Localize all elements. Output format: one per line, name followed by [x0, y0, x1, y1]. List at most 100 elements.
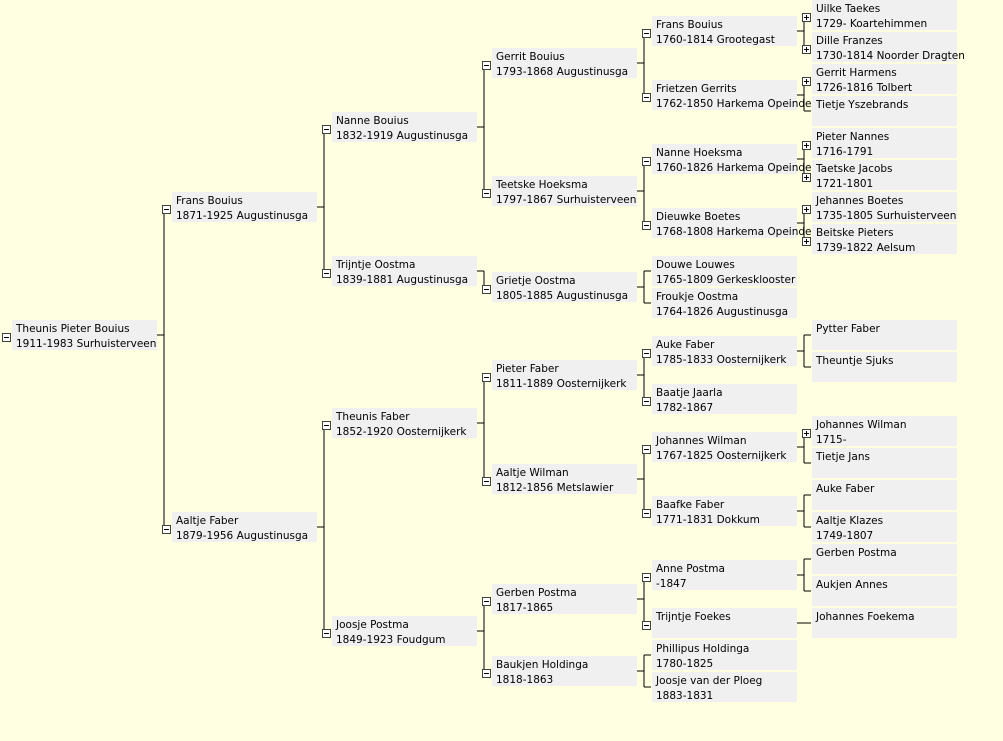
person-name: Gerrit Bouius	[496, 51, 565, 63]
person-name: Nanne Bouius	[336, 115, 409, 127]
collapse-minus-icon[interactable]	[642, 445, 651, 454]
person-dates: 1839-1881 Augustinusga	[336, 274, 469, 286]
person-box[interactable]: Gerrit Harmens 1726-1816 Tolbert	[812, 64, 957, 94]
collapse-minus-icon[interactable]	[2, 333, 11, 342]
person-box[interactable]: Tietje Jans	[812, 448, 957, 478]
collapse-minus-icon[interactable]	[642, 93, 651, 102]
person-name: Anne Postma	[656, 563, 725, 575]
collapse-minus-icon[interactable]	[482, 373, 491, 382]
collapse-minus-icon[interactable]	[642, 573, 651, 582]
person-dates: 1762-1850 Harkema Opeinde	[656, 98, 812, 110]
person-dates: 1818-1863	[496, 674, 554, 686]
person-box[interactable]: Auke Faber	[812, 480, 957, 510]
expand-plus-icon[interactable]	[802, 77, 811, 86]
person-name: Gerrit Harmens	[816, 67, 897, 79]
person-dates: 1879-1956 Augustinusga	[176, 530, 309, 542]
collapse-minus-icon[interactable]	[642, 397, 651, 406]
expand-plus-icon[interactable]	[802, 13, 811, 22]
collapse-minus-icon[interactable]	[482, 597, 491, 606]
collapse-minus-icon[interactable]	[162, 205, 171, 214]
collapse-minus-icon[interactable]	[482, 61, 491, 70]
person-dates: 1726-1816 Tolbert	[816, 82, 913, 94]
person-box[interactable]: Anne Postma-1847	[652, 560, 797, 590]
person-dates: 1793-1868 Augustinusga	[496, 66, 629, 78]
person-dates: 1716-1791	[816, 146, 874, 158]
person-box[interactable]: Pytter Faber	[812, 320, 957, 350]
collapse-minus-icon[interactable]	[642, 221, 651, 230]
person-dates: 1739-1822 Aelsum	[816, 242, 916, 254]
person-name: Trijntje Foekes	[656, 611, 731, 623]
collapse-minus-icon[interactable]	[162, 525, 171, 534]
collapse-minus-icon[interactable]	[322, 125, 331, 134]
expand-plus-icon[interactable]	[802, 205, 811, 214]
collapse-minus-icon[interactable]	[482, 285, 491, 294]
collapse-minus-icon[interactable]	[322, 269, 331, 278]
collapse-minus-icon[interactable]	[642, 349, 651, 358]
person-box[interactable]: Baukjen Holdinga 1818-1863	[492, 656, 637, 686]
collapse-minus-icon[interactable]	[482, 477, 491, 486]
person-name: Frans Bouius	[656, 19, 723, 31]
person-dates: 1883-1831	[656, 690, 714, 702]
collapse-minus-icon[interactable]	[482, 189, 491, 198]
expand-plus-icon[interactable]	[802, 237, 811, 246]
person-box[interactable]: Johannes Foekema	[812, 608, 957, 638]
person-box[interactable]: Aukjen Annes	[812, 576, 957, 606]
person-name: Baukjen Holdinga	[496, 659, 589, 671]
person-name: Dille Franzes	[816, 35, 883, 47]
expand-plus-icon[interactable]	[802, 141, 811, 150]
expand-plus-icon[interactable]	[802, 429, 811, 438]
collapse-minus-icon[interactable]	[642, 157, 651, 166]
person-dates: 1785-1833 Oosternijkerk	[656, 354, 787, 366]
collapse-minus-icon[interactable]	[482, 669, 491, 678]
person-box[interactable]: Gerrit Bouius 1793-1868 Augustinusga	[492, 48, 637, 78]
person-name: Aaltje Klazes	[816, 515, 884, 527]
person-box[interactable]: Theuntje Sjuks	[812, 352, 957, 382]
expand-plus-icon[interactable]	[802, 173, 811, 182]
person-box[interactable]: Gerben Postma	[812, 544, 957, 574]
person-name: Frans Bouius	[176, 195, 243, 207]
collapse-minus-icon[interactable]	[322, 629, 331, 638]
collapse-minus-icon[interactable]	[322, 421, 331, 430]
collapse-minus-icon[interactable]	[642, 621, 651, 630]
expand-plus-icon[interactable]	[802, 45, 811, 54]
person-dates: 1767-1825 Oosternijkerk	[656, 450, 787, 462]
collapse-minus-icon[interactable]	[642, 29, 651, 38]
collapse-minus-icon[interactable]	[642, 509, 651, 518]
person-dates: 1764-1826 Augustinusga	[656, 306, 789, 318]
person-box[interactable]: Trijntje Foekes	[652, 608, 797, 638]
person-name: Auke Faber	[816, 483, 875, 495]
person-box[interactable]: Tietje Yszebrands	[812, 96, 957, 126]
